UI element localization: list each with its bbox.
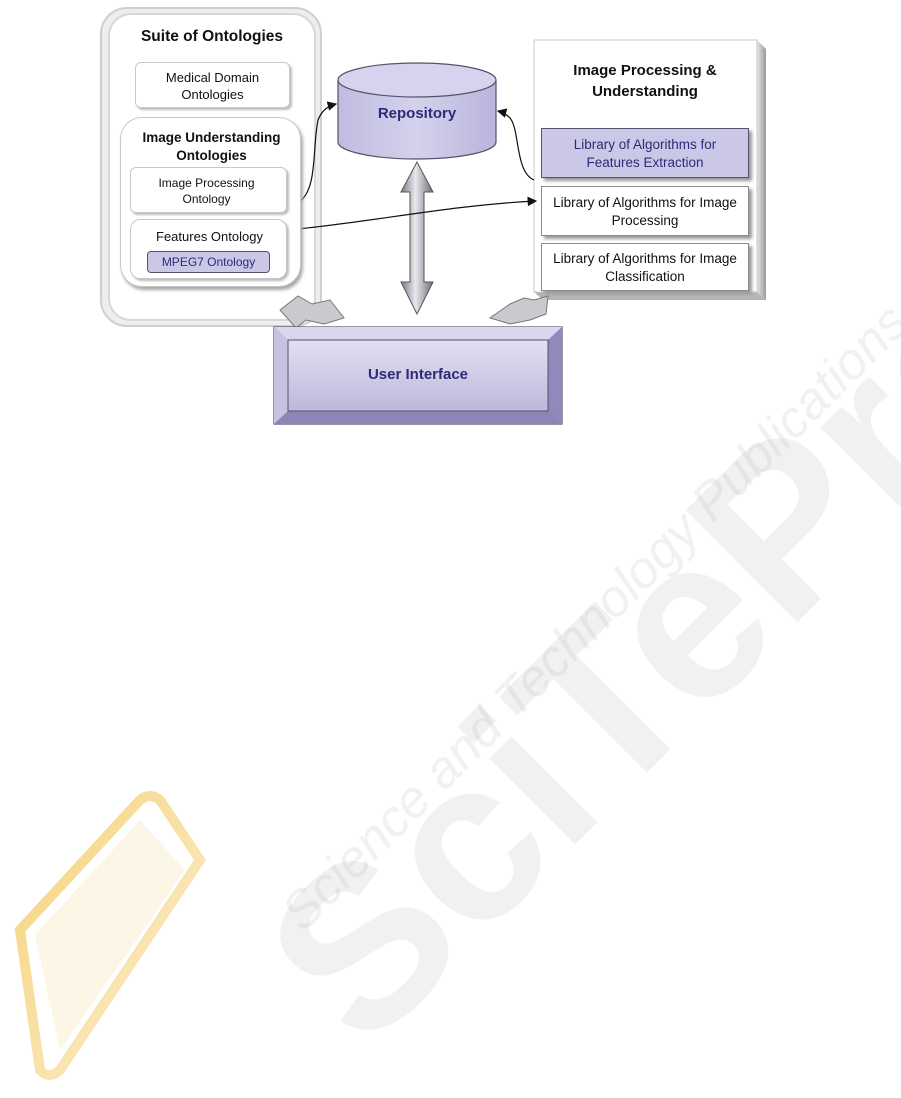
arrow-ipo-to-repository: [297, 101, 338, 204]
image-processing-ontology-box: Image Processing Ontology: [130, 167, 287, 213]
connectors: [284, 101, 538, 235]
watermark-logo-shape: [14, 791, 207, 1080]
repository-label: Repository: [377, 105, 457, 122]
image-processing-library-box: Library of Algorithms for Image Processi…: [541, 186, 749, 236]
image-processing-ontology-label: Image Processing Ontology: [158, 176, 255, 206]
left-block-arrow: [279, 295, 345, 329]
repository-cylinder: [337, 62, 497, 160]
features-extraction-library-label: Library of Algorithms for Features Extra…: [573, 137, 717, 170]
features-extraction-library-box: Library of Algorithms for Features Extra…: [541, 128, 749, 178]
image-understanding-ontologies-title: Image Understanding Ontologies: [142, 130, 281, 163]
arrow-ipu-to-repository: [496, 108, 535, 181]
mpeg7-ontology-label: MPEG7 Ontology: [161, 255, 256, 269]
user-interface-label: User Interface: [367, 366, 469, 383]
suite-title: Suite of Ontologies: [140, 28, 284, 45]
mpeg7-ontology-box: MPEG7 Ontology: [147, 251, 270, 273]
arrow-features-to-processing-lib: [284, 196, 538, 235]
image-classification-library-box: Library of Algorithms for Image Classifi…: [541, 243, 749, 291]
image-classification-library-label: Library of Algorithms for Image Classifi…: [553, 251, 737, 284]
right-block-arrow: [488, 295, 549, 325]
medical-domain-ontologies-label: Medical Domain Ontologies: [165, 70, 260, 102]
image-understanding-ontologies-box: Image Understanding Ontologies Image Pro…: [120, 117, 301, 287]
features-ontology-label: Features Ontology: [156, 229, 263, 244]
features-ontology-box: Features Ontology MPEG7 Ontology: [130, 219, 287, 279]
user-interface-box-shape: [273, 326, 563, 425]
ipu-title: Image Processing & Understanding: [573, 62, 717, 100]
repository-ui-double-arrow: [400, 160, 434, 316]
image-processing-library-label: Library of Algorithms for Image Processi…: [553, 195, 737, 228]
medical-domain-ontologies-box: Medical Domain Ontologies: [135, 62, 290, 108]
